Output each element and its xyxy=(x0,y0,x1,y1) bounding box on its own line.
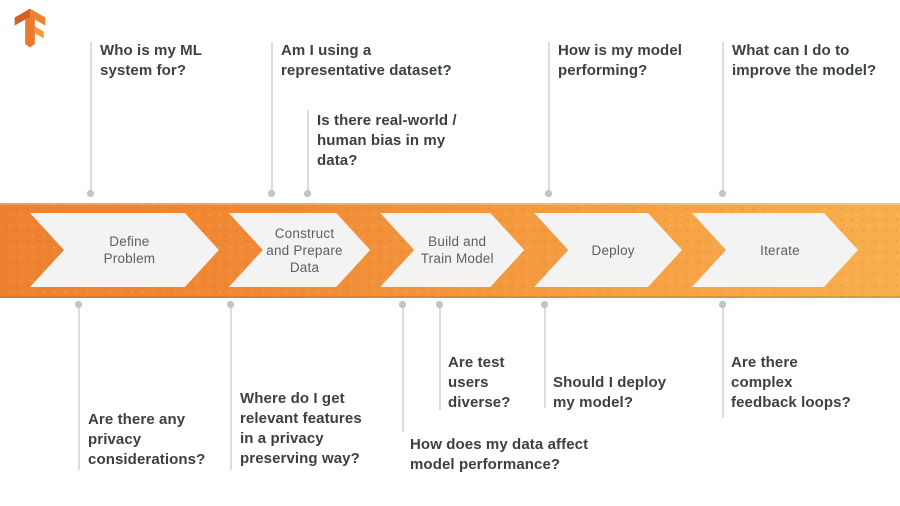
question-improve-model: What can I do to improve the model? xyxy=(732,42,877,79)
connector-line xyxy=(87,42,94,197)
stage-label: Iterate xyxy=(760,242,800,258)
connector-dot xyxy=(227,301,234,308)
connector-dot xyxy=(541,301,548,308)
connector-line xyxy=(436,301,443,410)
question-privacy-considerations: Are there any privacy considerations? xyxy=(88,411,206,468)
question-relevant-features-privacy: Where do I get relevant features in a pr… xyxy=(240,390,362,467)
question-test-users-diverse: Are test users diverse? xyxy=(448,354,511,411)
connector-line xyxy=(268,42,275,197)
question-should-i-deploy: Should I deploy my model? xyxy=(553,374,667,411)
stage-label: Build and Train Model xyxy=(420,234,494,266)
question-feedback-loops: Are there complex feedback loops? xyxy=(731,354,851,411)
stage-chevrons: Define Problem Construct and Prepare Dat… xyxy=(30,213,858,287)
connector-dot xyxy=(399,301,406,308)
stage-build-train-model: Build and Train Model xyxy=(380,213,524,287)
connector-dot xyxy=(87,190,94,197)
tensorflow-logo-icon xyxy=(14,8,46,48)
connector-dot xyxy=(719,190,726,197)
stage-label: Construct and Prepare Data xyxy=(266,225,343,275)
connector-line xyxy=(227,301,234,470)
connector-line xyxy=(719,42,726,197)
connector-dot xyxy=(436,301,443,308)
question-real-world-bias: Is there real-world / human bias in my d… xyxy=(317,112,457,169)
question-data-affect-performance: How does my data affect model performanc… xyxy=(410,436,589,473)
stage-label: Deploy xyxy=(591,242,635,258)
connector-line xyxy=(399,301,406,432)
stage-label: Define Problem xyxy=(103,234,156,266)
connector-dot xyxy=(545,190,552,197)
connector-line xyxy=(75,301,82,470)
question-model-performing: How is my model performing? xyxy=(558,42,683,79)
stage-define-problem: Define Problem xyxy=(30,213,219,287)
connector-dot xyxy=(719,301,726,308)
connector-dot xyxy=(304,190,311,197)
process-banner: Define Problem Construct and Prepare Dat… xyxy=(0,203,900,298)
stage-deploy: Deploy xyxy=(534,213,682,287)
connector-line xyxy=(304,110,311,197)
question-who-is-system-for: Who is my ML system for? xyxy=(100,42,203,79)
question-representative-dataset: Am I using a representative dataset? xyxy=(281,42,452,79)
connector-dot xyxy=(75,301,82,308)
stage-construct-prepare-data: Construct and Prepare Data xyxy=(229,213,370,287)
connector-line xyxy=(545,42,552,197)
connector-line xyxy=(719,301,726,418)
connector-line xyxy=(541,301,548,408)
connector-dot xyxy=(268,190,275,197)
stage-iterate: Iterate xyxy=(692,213,858,287)
